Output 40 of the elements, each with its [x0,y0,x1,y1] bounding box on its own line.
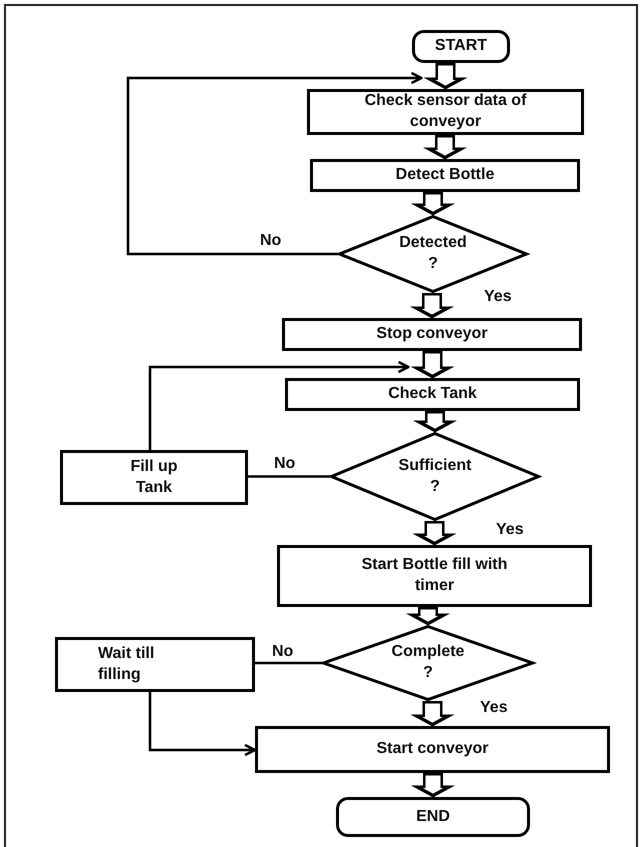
process-box [282,318,582,351]
node-label: Check Tank [388,384,477,404]
process-box [310,159,580,192]
decision-diamond [322,625,534,701]
node-label: Wait till filling [98,644,156,684]
block-arrow [411,773,455,798]
terminator-box [412,30,510,63]
node-label: Start Bottle fill with timer [360,555,508,596]
block-arrow [423,135,467,160]
node-label: Check sensor data of conveyor [364,91,528,132]
node-label: Detected ? [399,233,467,274]
node-label: Detect Bottle [396,165,494,186]
block-arrow [412,521,456,546]
block-arrow [424,63,468,90]
block-arrow [411,192,455,216]
arrow [148,692,256,756]
node-label: Fill up Tank [129,456,179,498]
node-label: Complete ? [392,642,464,683]
block-arrow [410,293,454,318]
block-arrow [410,351,454,378]
arrow [148,360,410,450]
node-label: END [416,806,450,827]
node-label: Stop conveyor [376,324,488,344]
process-box [307,89,584,135]
node-label: Sufficient ? [398,456,472,496]
node-label: Start conveyor [376,739,489,760]
node-label: START [434,36,488,56]
process-box [60,450,248,505]
block-arrow [406,607,450,626]
block-arrow [413,411,457,432]
process-box [277,545,592,607]
process-box [285,378,580,411]
decision-diamond [330,432,540,521]
terminator-box [336,797,530,837]
process-box [55,637,255,692]
process-box [255,726,610,773]
connector-line [255,662,322,664]
arrow [126,72,423,256]
connector-line [248,475,330,478]
block-arrow [410,701,454,726]
